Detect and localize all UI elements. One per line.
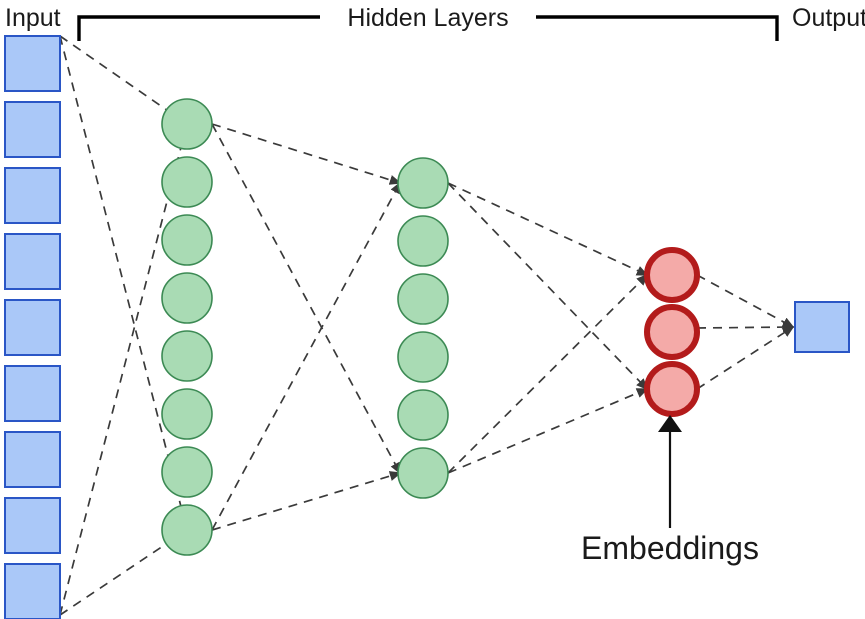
embeddings-arrow-head <box>658 415 682 432</box>
hidden-layer-1-node-1 <box>161 98 213 150</box>
input-layer-node-2 <box>4 101 61 158</box>
output-layer-node-1 <box>794 301 850 353</box>
embeddings-label: Embeddings <box>581 530 759 566</box>
input-layer-node-1 <box>4 35 61 92</box>
connection-edges <box>59 35 795 616</box>
input-layer-node-5 <box>4 299 61 356</box>
hidden-layer-1-node-8 <box>161 504 213 556</box>
hidden-layer-1-node-6 <box>161 388 213 440</box>
input-layer-node-4 <box>4 233 61 290</box>
hidden-layer-1-node-4 <box>161 272 213 324</box>
edge-h2-bottom-to-emb-bottom <box>447 388 649 474</box>
bracket-left-arm <box>77 15 320 41</box>
embeddings-annotation <box>658 415 682 528</box>
embedding-layer-node-1 <box>644 247 700 303</box>
hidden-layer-2-node-6 <box>397 447 449 499</box>
hidden-layers-bracket <box>77 15 779 41</box>
hidden-layer-2-node-4 <box>397 331 449 383</box>
edge-input-bottom-to-h1-top <box>59 122 190 616</box>
edge-h2-top-to-emb-top <box>447 182 649 276</box>
edge-h1-top-to-h2-top <box>211 123 402 185</box>
layer-nodes <box>4 35 850 619</box>
hidden-layer-1-node-2 <box>161 156 213 208</box>
hidden-layer-1-node-5 <box>161 330 213 382</box>
hidden-layer-1-node-7 <box>161 446 213 498</box>
bracket-right-arm <box>536 15 779 41</box>
edge-input-top-to-h1-bottom <box>59 35 190 532</box>
input-layer-label: Input <box>5 4 61 32</box>
input-layer-node-8 <box>4 497 61 554</box>
edge-emb-mid-to-output <box>696 322 795 333</box>
output-layer-label: Output <box>792 4 865 32</box>
edge-emb-bottom-to-output <box>696 326 795 390</box>
edge-h1-bottom-to-h2-top <box>211 181 401 531</box>
hidden-layer-2-node-5 <box>397 389 449 441</box>
hidden-layers-label: Hidden Layers <box>347 4 508 32</box>
embedding-layer-node-3 <box>644 361 700 417</box>
embedding-layer-node-2 <box>644 304 700 360</box>
hidden-layer-2-node-2 <box>397 215 449 267</box>
edge-h2-bottom-to-emb-top <box>447 273 649 474</box>
edge-h2-top-to-emb-bottom <box>447 182 649 391</box>
hidden-layer-2-node-3 <box>397 273 449 325</box>
input-layer-node-9 <box>4 563 61 619</box>
hidden-layer-2-node-1 <box>397 157 449 209</box>
hidden-layer-1-node-3 <box>161 214 213 266</box>
input-layer-node-6 <box>4 365 61 422</box>
edge-h1-top-to-h2-bottom <box>211 123 401 475</box>
input-layer-node-7 <box>4 431 61 488</box>
input-layer-node-3 <box>4 167 61 224</box>
edge-h1-bottom-to-h2-bottom <box>211 471 402 531</box>
edge-emb-top-to-output <box>696 274 795 328</box>
